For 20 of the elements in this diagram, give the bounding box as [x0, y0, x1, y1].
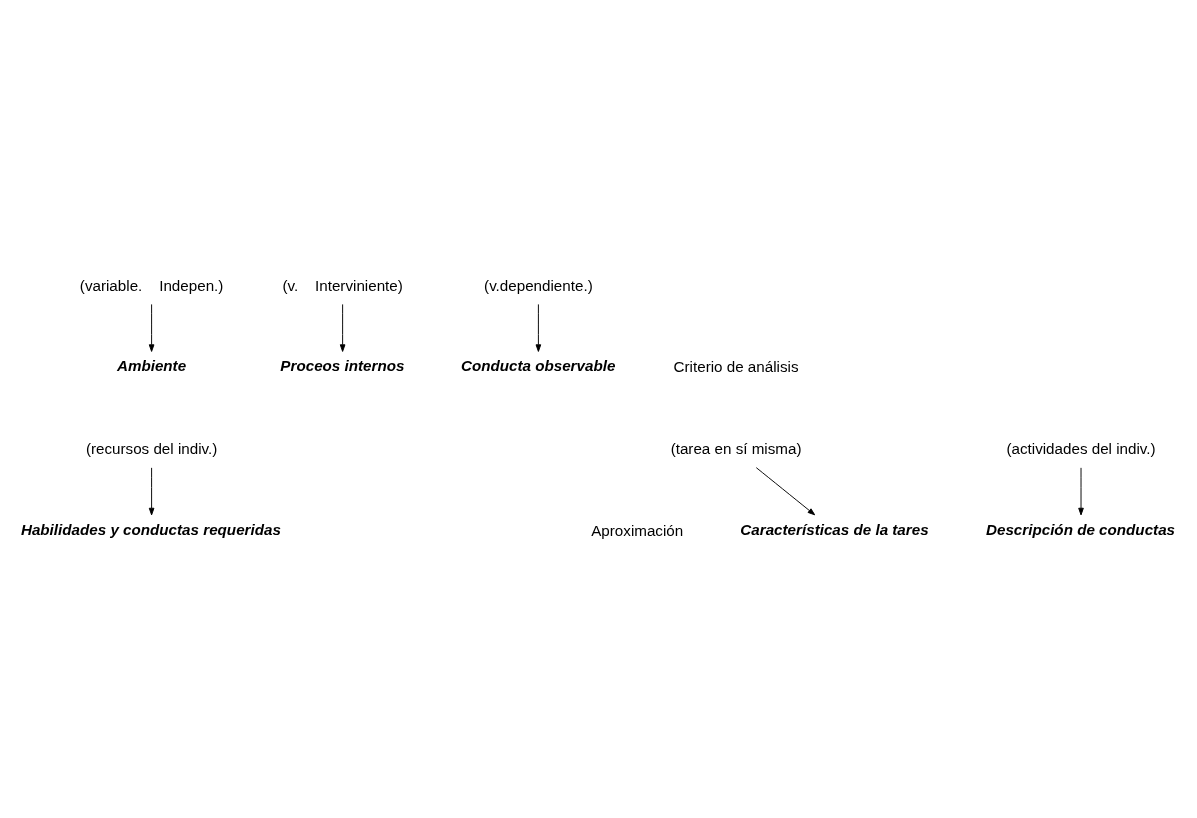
node-text: Proceos internos	[280, 356, 405, 374]
node-text: Aproximación	[591, 521, 684, 539]
node-text: (tarea en sí misma)	[670, 439, 802, 457]
node-text: Habilidades y conductas requeridas	[20, 520, 281, 538]
arrow	[148, 466, 155, 515]
arrow	[339, 303, 346, 352]
node-text: (variable. Indepen.)	[79, 276, 224, 294]
node-text: (v. Interviniente)	[282, 276, 403, 294]
node-text: Conducta observable	[460, 356, 616, 374]
node-text: (recursos del indiv.)	[85, 439, 218, 457]
node-text: Ambiente	[116, 356, 187, 374]
node-text: Características de la tares	[740, 520, 929, 538]
node-text: (actividades del indiv.)	[1006, 439, 1156, 457]
arrow	[148, 303, 155, 352]
node-text: (v.dependiente.)	[484, 276, 593, 294]
node-text: Criterio de análisis	[673, 357, 799, 375]
arrow	[755, 466, 816, 515]
node-text: Descripción de conductas	[986, 520, 1176, 538]
arrow	[1078, 466, 1084, 515]
arrow	[535, 303, 542, 352]
